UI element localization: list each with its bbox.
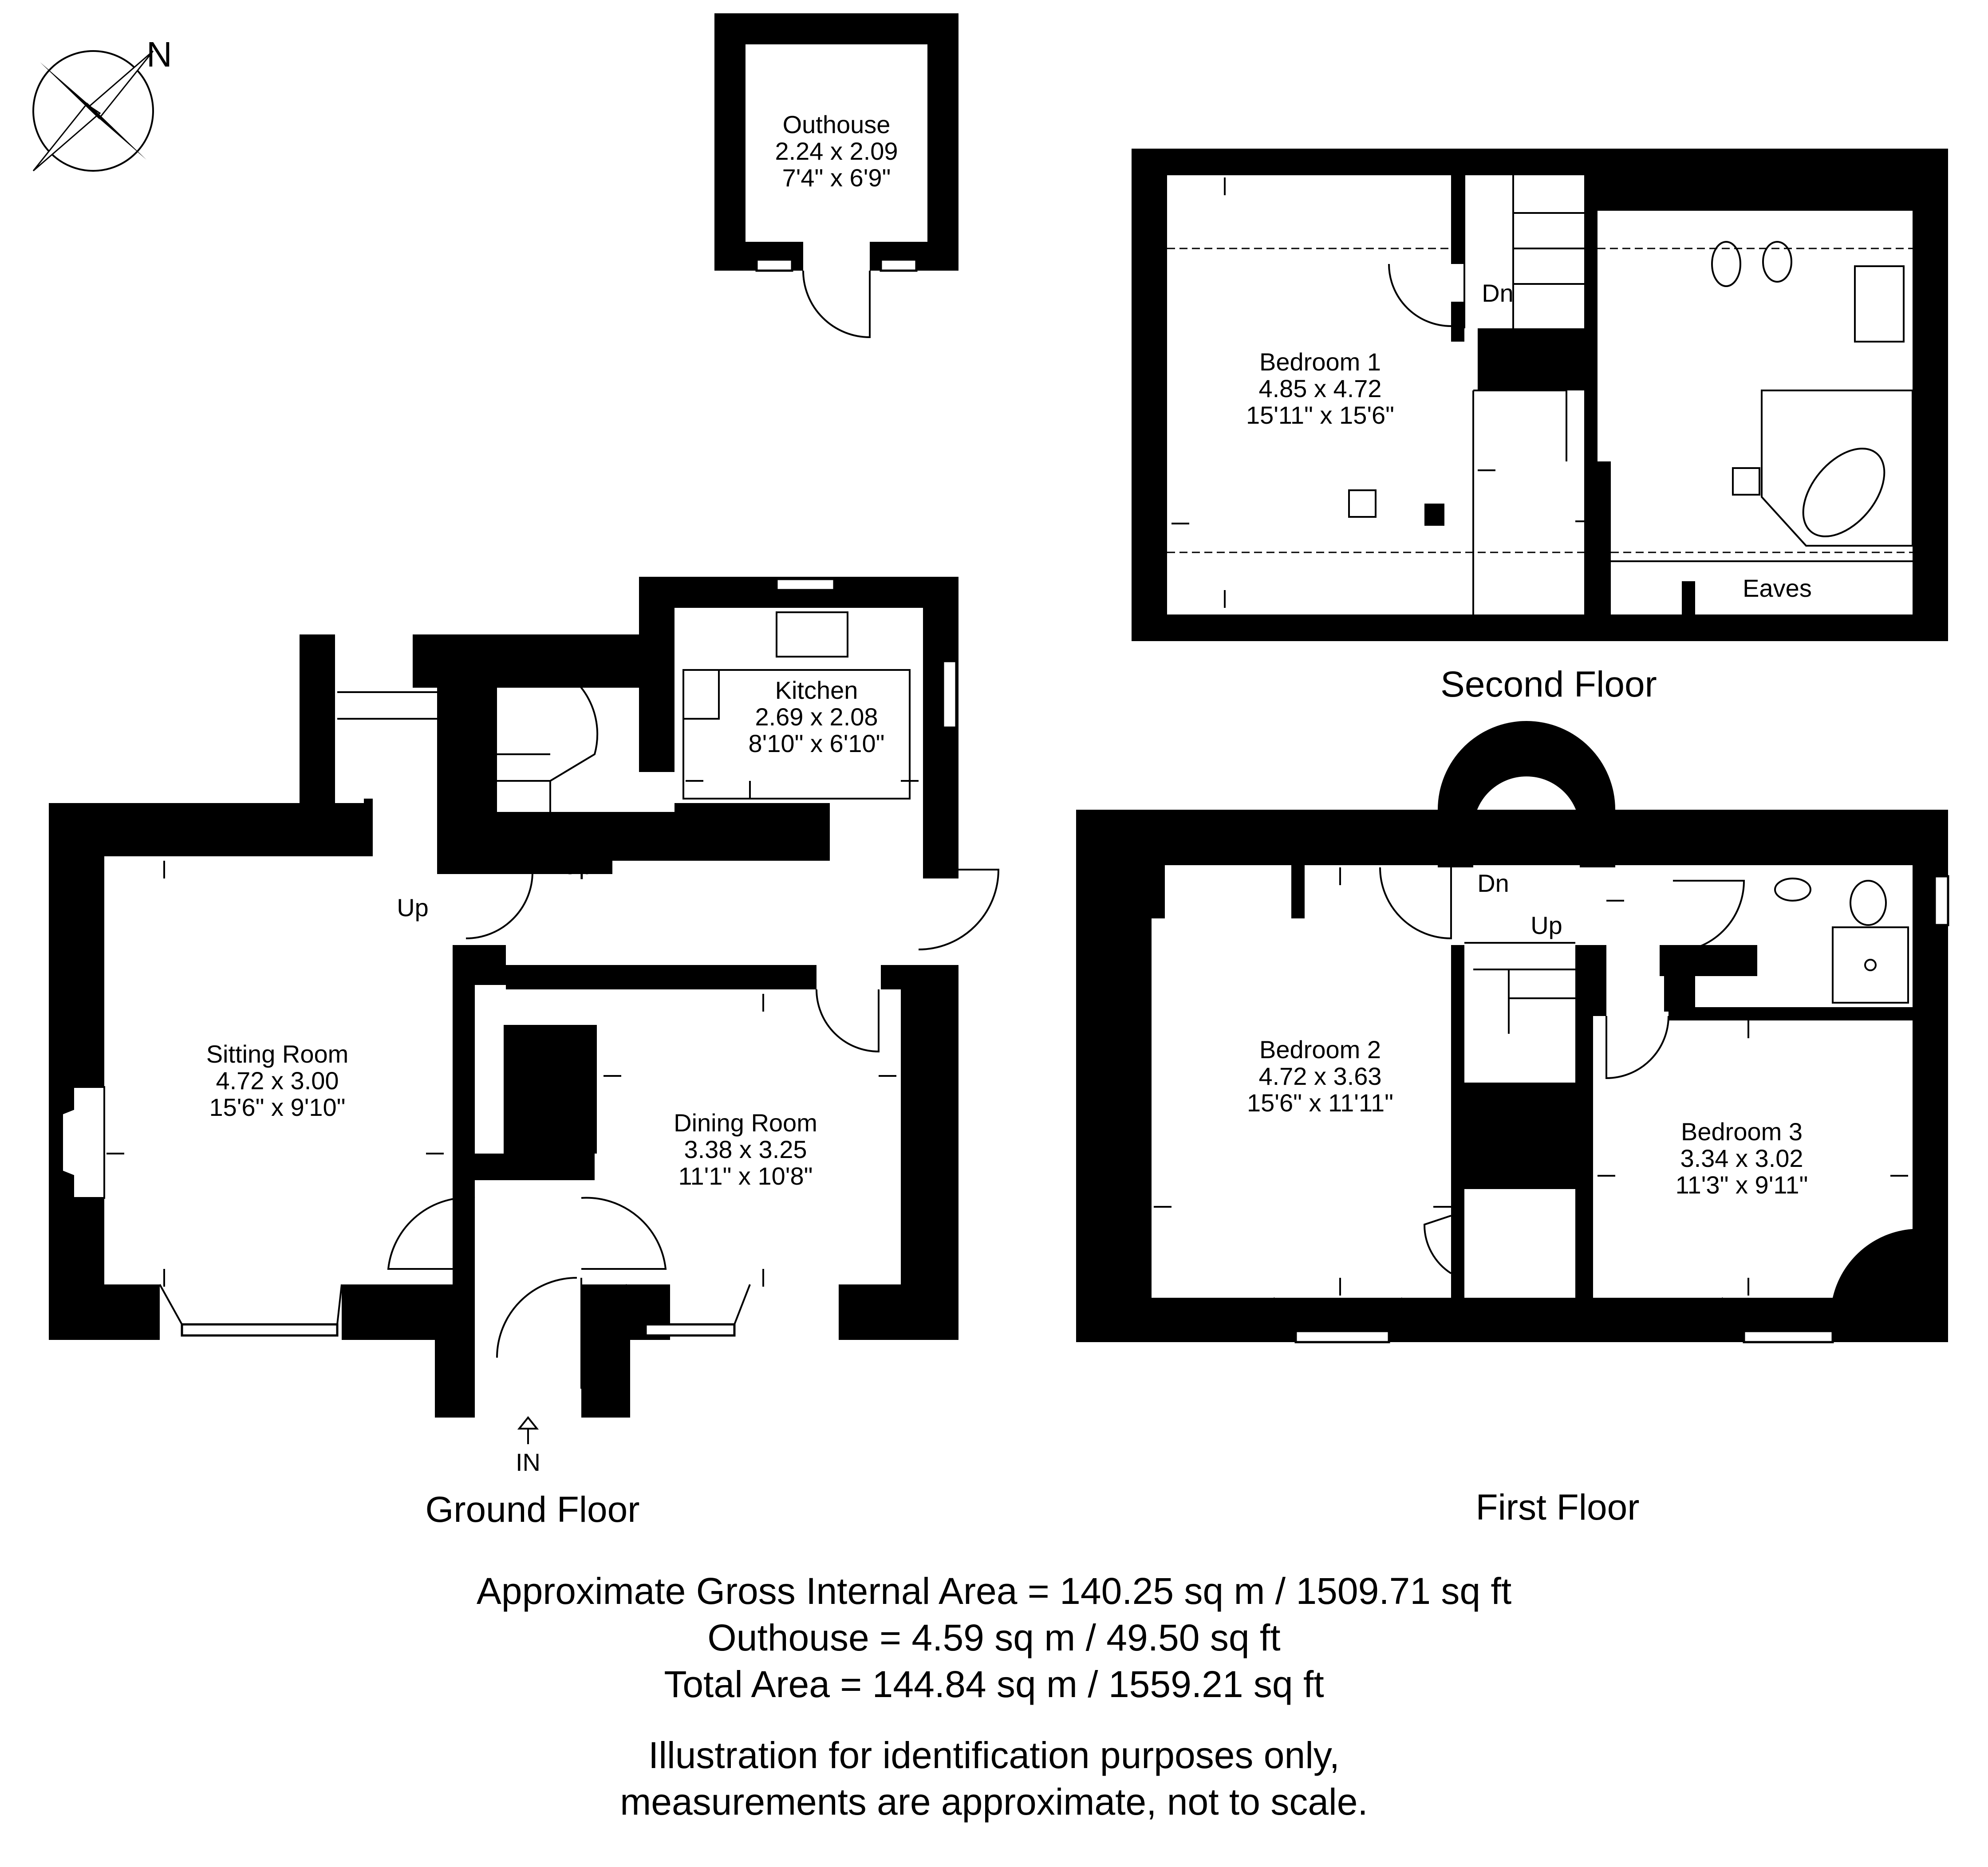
- outhouse-metric: 2.24 x 2.09: [775, 137, 898, 165]
- bedroom3-imperial: 11'3" x 9'11": [1676, 1171, 1808, 1199]
- hall-stairs-up: Up: [397, 894, 429, 922]
- compass-rose-icon: N: [32, 35, 172, 172]
- ground-floor-plan: Kitchen 2.69 x 2.08 8'10" x 6'10" Sittin…: [49, 577, 1000, 1530]
- kitchen-metric: 2.69 x 2.08: [755, 703, 878, 731]
- bedroom1-imperial: 15'11" x 15'6": [1246, 401, 1394, 429]
- outhouse-area-text: Outhouse = 4.59 sq m / 49.50 sq ft: [707, 1617, 1280, 1658]
- entrance-label: IN: [516, 1448, 540, 1476]
- sitting-room-name: Sitting Room: [206, 1040, 349, 1068]
- sitting-room-metric: 4.72 x 3.00: [216, 1067, 339, 1095]
- second-floor-stairs-down: Dn: [1482, 279, 1514, 307]
- first-floor-plan: Bedroom 2 4.72 x 3.63 15'6" x 11'11" Bed…: [1076, 721, 1949, 1528]
- eaves-label: Eaves: [1743, 574, 1812, 602]
- second-floor-title: Second Floor: [1440, 664, 1657, 705]
- outhouse-plan: Outhouse 2.24 x 2.09 7'4" x 6'9": [714, 13, 958, 339]
- bedroom2-metric: 4.72 x 3.63: [1258, 1062, 1381, 1090]
- sitting-room-imperial: 15'6" x 9'10": [209, 1093, 345, 1121]
- north-label: N: [146, 35, 172, 74]
- ground-floor-title: Ground Floor: [425, 1489, 639, 1530]
- kitchen-imperial: 8'10" x 6'10": [748, 729, 884, 757]
- bedroom2-name: Bedroom 2: [1259, 1036, 1381, 1063]
- first-floor-stairs-down: Dn: [1477, 869, 1509, 897]
- ground-floor-stairs-up: Up: [561, 851, 593, 879]
- bedroom1-metric: 4.85 x 4.72: [1258, 374, 1381, 402]
- disclaimer-line-2: measurements are approximate, not to sca…: [620, 1781, 1368, 1823]
- second-floor-plan: Bedroom 1 4.85 x 4.72 15'11" x 15'6" Dn …: [1132, 149, 1948, 705]
- gross-area-text: Approximate Gross Internal Area = 140.25…: [477, 1570, 1511, 1612]
- outhouse-imperial: 7'4" x 6'9": [782, 164, 891, 192]
- bedroom3-metric: 3.34 x 3.02: [1680, 1144, 1803, 1172]
- bedroom3-name: Bedroom 3: [1681, 1118, 1803, 1146]
- total-area-text: Total Area = 144.84 sq m / 1559.21 sq ft: [664, 1663, 1324, 1705]
- entrance-arrow-icon: [517, 1416, 539, 1444]
- dining-room-metric: 3.38 x 3.25: [684, 1135, 807, 1163]
- bedroom1-name: Bedroom 1: [1259, 348, 1381, 376]
- outhouse-name: Outhouse: [783, 110, 891, 138]
- kitchen-name: Kitchen: [775, 676, 858, 704]
- dining-room-imperial: 11'1" x 10'8": [678, 1162, 813, 1190]
- dining-room-name: Dining Room: [674, 1109, 817, 1137]
- area-summary: Approximate Gross Internal Area = 140.25…: [477, 1570, 1511, 1823]
- bedroom2-imperial: 15'6" x 11'11": [1247, 1089, 1393, 1117]
- first-floor-stairs-up: Up: [1530, 911, 1562, 939]
- disclaimer-line-1: Illustration for identification purposes…: [648, 1734, 1340, 1776]
- first-floor-title: First Floor: [1476, 1487, 1640, 1528]
